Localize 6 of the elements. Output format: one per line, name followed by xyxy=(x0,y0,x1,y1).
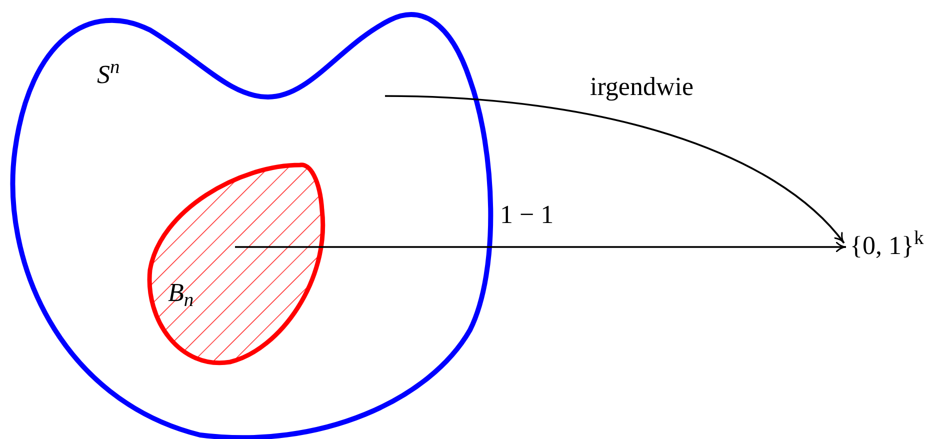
set-region xyxy=(10,12,494,439)
edge-label: irgendwie xyxy=(590,74,694,100)
set-label: {0, 1}$^{k}$ xyxy=(850,228,945,264)
hatched-region xyxy=(147,162,326,366)
set-name: S$^{n}$ xyxy=(97,62,120,88)
set-name: B$_{n}$ xyxy=(168,280,194,306)
